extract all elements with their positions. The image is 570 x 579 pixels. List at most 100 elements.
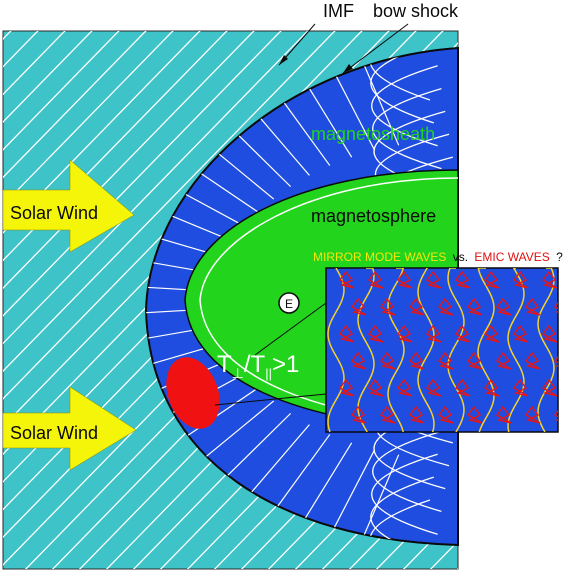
emic-wave (367, 270, 384, 289)
emic-wave (396, 378, 413, 397)
emic-wave (367, 378, 384, 397)
bow-shock-pointer-head (343, 64, 353, 73)
imf-line (3, 31, 174, 206)
emic-wave (379, 297, 396, 316)
solar-wind-label-bottom: Solar Wind (10, 423, 98, 443)
sheath-field-line (371, 453, 438, 535)
emic-wave (454, 324, 471, 343)
imf-line (3, 31, 309, 345)
earth-marker (278, 292, 300, 314)
emic-wave (524, 297, 541, 316)
mirror-mode-wave (477, 268, 495, 432)
imf-line (3, 31, 201, 234)
imf-line (3, 31, 336, 372)
emic-wave (408, 351, 425, 370)
imf-line (561, 0, 570, 574)
emic-wave (379, 405, 396, 424)
sheath-field-line (300, 442, 353, 526)
wave-inset (325, 267, 559, 433)
sheath-field-line (372, 430, 442, 513)
magnetosphere-label: magnetosphere (311, 206, 436, 226)
emic-wave (466, 297, 483, 316)
imf-line (3, 31, 228, 262)
imf-line (3, 31, 147, 179)
emic-wave (437, 351, 454, 370)
bow-shock-label: bow shock (373, 1, 459, 21)
vs-label: vs. (453, 250, 468, 264)
emic-wave (483, 324, 500, 343)
emic-wave (425, 378, 442, 397)
inset-title: MIRROR MODE WAVES vs. EMIC WAVES ? (313, 250, 563, 264)
emic-wave (408, 297, 425, 316)
imf-line (3, 31, 255, 289)
sheath-field-line (273, 434, 331, 512)
mirror-mode-wave (537, 268, 555, 432)
emic-wave (483, 378, 500, 397)
anisotropy-region (166, 357, 220, 429)
emic-wave (541, 324, 558, 343)
mirror-mode-wave (327, 268, 345, 432)
emic-wave (437, 297, 454, 316)
mirror-mode-wave (507, 268, 525, 432)
imf-line (3, 31, 120, 151)
sheath-field-line (370, 476, 435, 545)
emic-wave (367, 324, 384, 343)
bow-shock-pointer (342, 23, 409, 74)
emic-wave (454, 378, 471, 397)
sheath-field-line (358, 454, 400, 545)
emic-wave (379, 351, 396, 370)
inset-waves (327, 268, 558, 432)
emic-wave (350, 297, 367, 316)
emic-wave (396, 270, 413, 289)
emic-wave (338, 324, 355, 343)
emic-wave (524, 351, 541, 370)
emic-wave (454, 270, 471, 289)
sheath-field-line (328, 62, 376, 151)
emic-label: EMIC WAVES (474, 250, 549, 264)
emic-wave (350, 405, 367, 424)
mirror-mode-wave (357, 268, 375, 432)
sheath-field-line (225, 412, 292, 478)
emic-wave (396, 324, 413, 343)
earth-label: E (285, 297, 293, 311)
emic-wave (483, 270, 500, 289)
sheath-field-line (328, 449, 376, 538)
emic-wave (541, 378, 558, 397)
emic-wave (338, 270, 355, 289)
imf-pointer-head (279, 55, 288, 65)
emic-wave (541, 270, 558, 289)
inset-connector-bottom (214, 393, 327, 406)
inset-connector-top (254, 302, 327, 356)
emic-wave (408, 405, 425, 424)
sheath-field-line (358, 53, 400, 146)
sheath-field-line (371, 65, 438, 147)
emic-wave (512, 378, 529, 397)
emic-wave (512, 270, 529, 289)
emic-wave (425, 324, 442, 343)
emic-wave (495, 405, 512, 424)
sheath-field-line (248, 424, 310, 496)
emic-wave (437, 405, 454, 424)
emic-wave (425, 270, 442, 289)
temperature-anisotropy-label: T⊥/T||>1 (217, 351, 299, 381)
emic-wave (495, 351, 512, 370)
emic-wave (524, 405, 541, 424)
emic-wave (338, 378, 355, 397)
emic-wave (466, 351, 483, 370)
emic-wave (495, 297, 512, 316)
mirror-mode-wave (387, 268, 405, 432)
sheath-field-line (204, 400, 275, 458)
solar-wind-arrow-top (2, 159, 135, 253)
sheath-field-line (372, 87, 442, 170)
mirror-mode-label: MIRROR MODE WAVES (313, 250, 446, 264)
imf-line (3, 31, 93, 123)
emic-wave (350, 351, 367, 370)
solar-wind-label-top: Solar Wind (10, 203, 98, 223)
question-label: ? (556, 250, 563, 264)
emic-wave (466, 405, 483, 424)
solar-wind-arrow-bottom (2, 386, 137, 471)
emic-wave (512, 324, 529, 343)
imf-line (3, 31, 282, 317)
